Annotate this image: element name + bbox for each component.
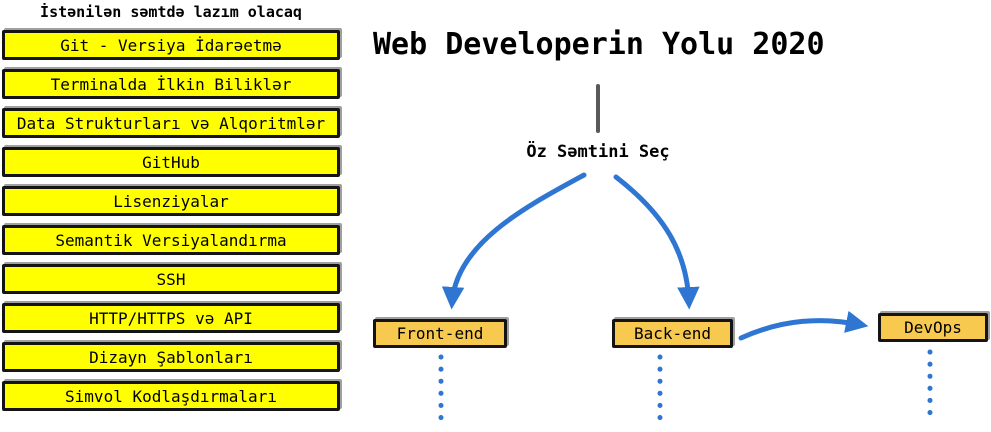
checklist-item-terminal[interactable]: Terminalda İlkin Biliklər (2, 69, 340, 99)
root-node-label: Öz Səmtini Seç (526, 142, 670, 162)
stem-line (596, 84, 600, 133)
node-front-end[interactable]: Front-end (373, 319, 507, 348)
checklist-item-data-structures[interactable]: Data Strukturları və Alqoritmlər (2, 108, 340, 138)
left-panel-heading: İstənilən səmtdə lazım olacaq (40, 3, 302, 21)
arrow-to-front-end (441, 172, 587, 310)
checklist-item-git[interactable]: Git - Versiya İdarəetmə (2, 30, 340, 60)
arrow-to-back-end (613, 174, 700, 310)
node-devops[interactable]: DevOps (878, 313, 988, 342)
node-back-end[interactable]: Back-end (612, 319, 733, 348)
page-title: Web Developerin Yolu 2020 (373, 27, 825, 62)
checklist-item-semver[interactable]: Semantik Versiyalandırma (2, 225, 340, 255)
checklist-item-char-encodings[interactable]: Simvol Kodlaşdırmaları (2, 381, 340, 411)
checklist-item-http-api[interactable]: HTTP/HTTPS və API (2, 303, 340, 333)
arrow-to-devops (738, 310, 869, 341)
checklist-item-ssh[interactable]: SSH (2, 264, 340, 294)
checklist-item-design-patterns[interactable]: Dizayn Şablonları (2, 342, 340, 372)
checklist-item-licenses[interactable]: Lisenziyalar (2, 186, 340, 216)
checklist: Git - Versiya İdarəetmə Terminalda İlkin… (2, 30, 340, 411)
checklist-item-github[interactable]: GitHub (2, 147, 340, 177)
